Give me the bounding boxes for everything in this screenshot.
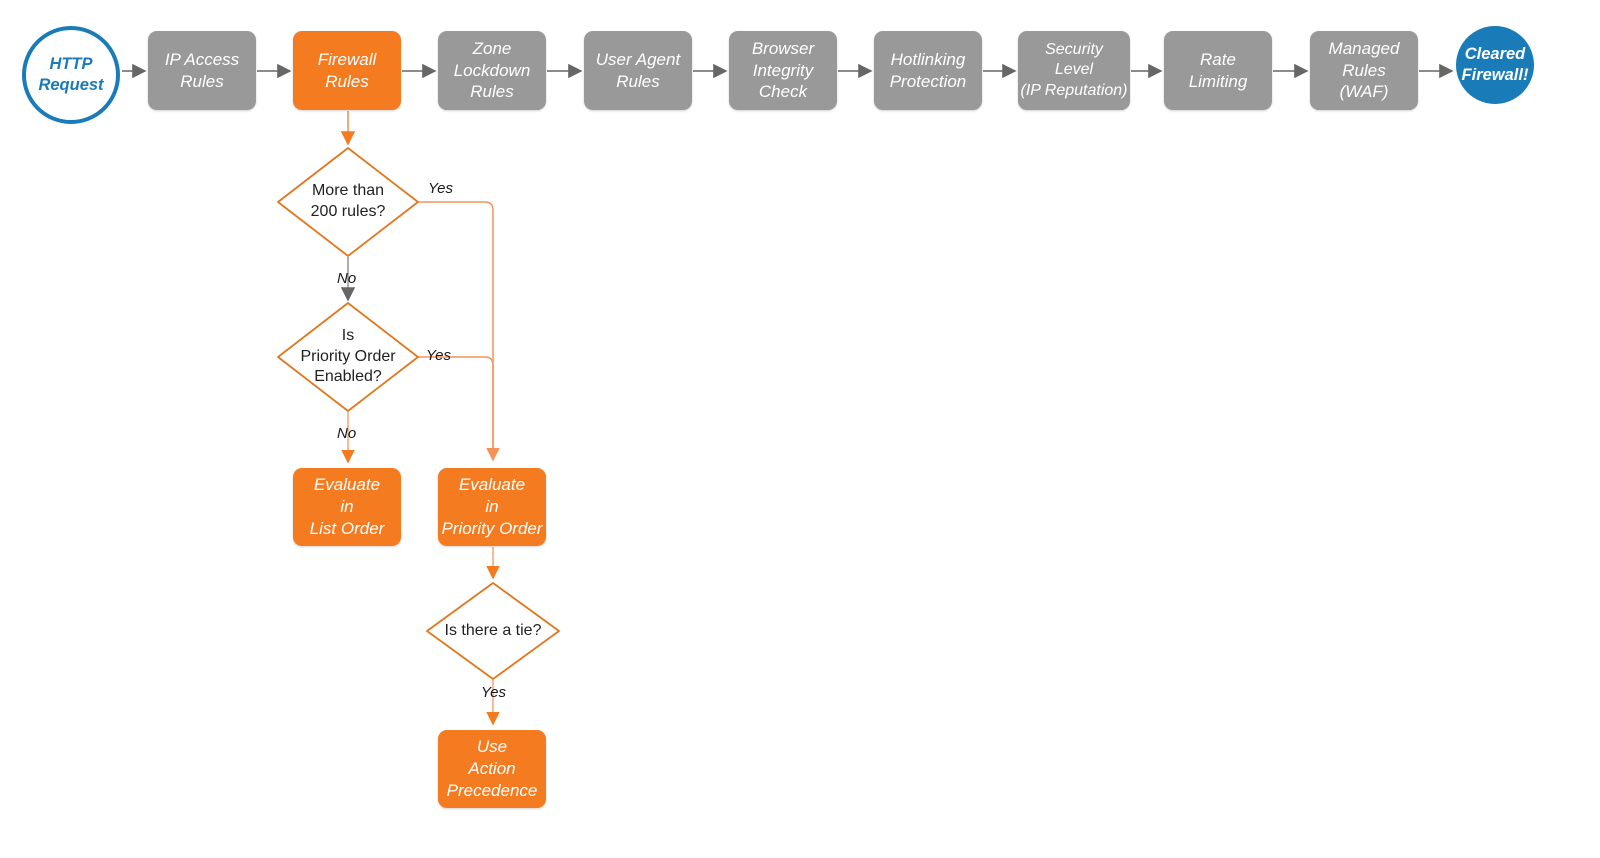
decision-diamonds bbox=[277, 147, 560, 680]
diamond-more-than-200-rules bbox=[277, 147, 419, 257]
node-zone-lockdown-rules[interactable]: Zone Lockdown Rules bbox=[438, 31, 546, 110]
node-cleared-firewall[interactable]: Cleared Firewall! bbox=[1456, 26, 1534, 104]
diamond-priority-order-enabled bbox=[277, 302, 419, 412]
node-http-request[interactable]: HTTP Request bbox=[22, 26, 120, 124]
edge-label-yes-more-than-200-rules: Yes bbox=[428, 180, 454, 197]
node-managed-rules-waf[interactable]: Managed Rules (WAF) bbox=[1310, 31, 1418, 110]
node-firewall-rules[interactable]: Firewall Rules bbox=[293, 31, 401, 110]
node-security-level[interactable]: Security Level (IP Reputation) bbox=[1018, 31, 1130, 110]
node-rate-limiting[interactable]: Rate Limiting bbox=[1164, 31, 1272, 110]
edge-yes-more-than-200 bbox=[418, 201, 500, 462]
edge-yes-priority-order bbox=[418, 356, 494, 460]
node-use-action-precedence[interactable]: Use Action Precedence bbox=[438, 730, 546, 808]
edge-label-no-priority-order-enabled: No bbox=[337, 425, 357, 442]
edge-label-yes-priority-order-enabled: Yes bbox=[426, 347, 452, 364]
node-user-agent-rules[interactable]: User Agent Rules bbox=[584, 31, 692, 110]
node-evaluate-in-priority-order[interactable]: Evaluate in Priority Order bbox=[438, 468, 546, 546]
node-ip-access-rules[interactable]: IP Access Rules bbox=[148, 31, 256, 110]
edge-label-no-more-than-200-rules: No bbox=[337, 270, 357, 287]
diamond-is-there-a-tie bbox=[426, 582, 560, 680]
node-evaluate-in-list-order[interactable]: Evaluate in List Order bbox=[293, 468, 401, 546]
node-hotlinking-protection[interactable]: Hotlinking Protection bbox=[874, 31, 982, 110]
node-browser-integrity-check[interactable]: Browser Integrity Check bbox=[729, 31, 837, 110]
edge-label-yes-is-there-a-tie: Yes bbox=[481, 684, 507, 701]
